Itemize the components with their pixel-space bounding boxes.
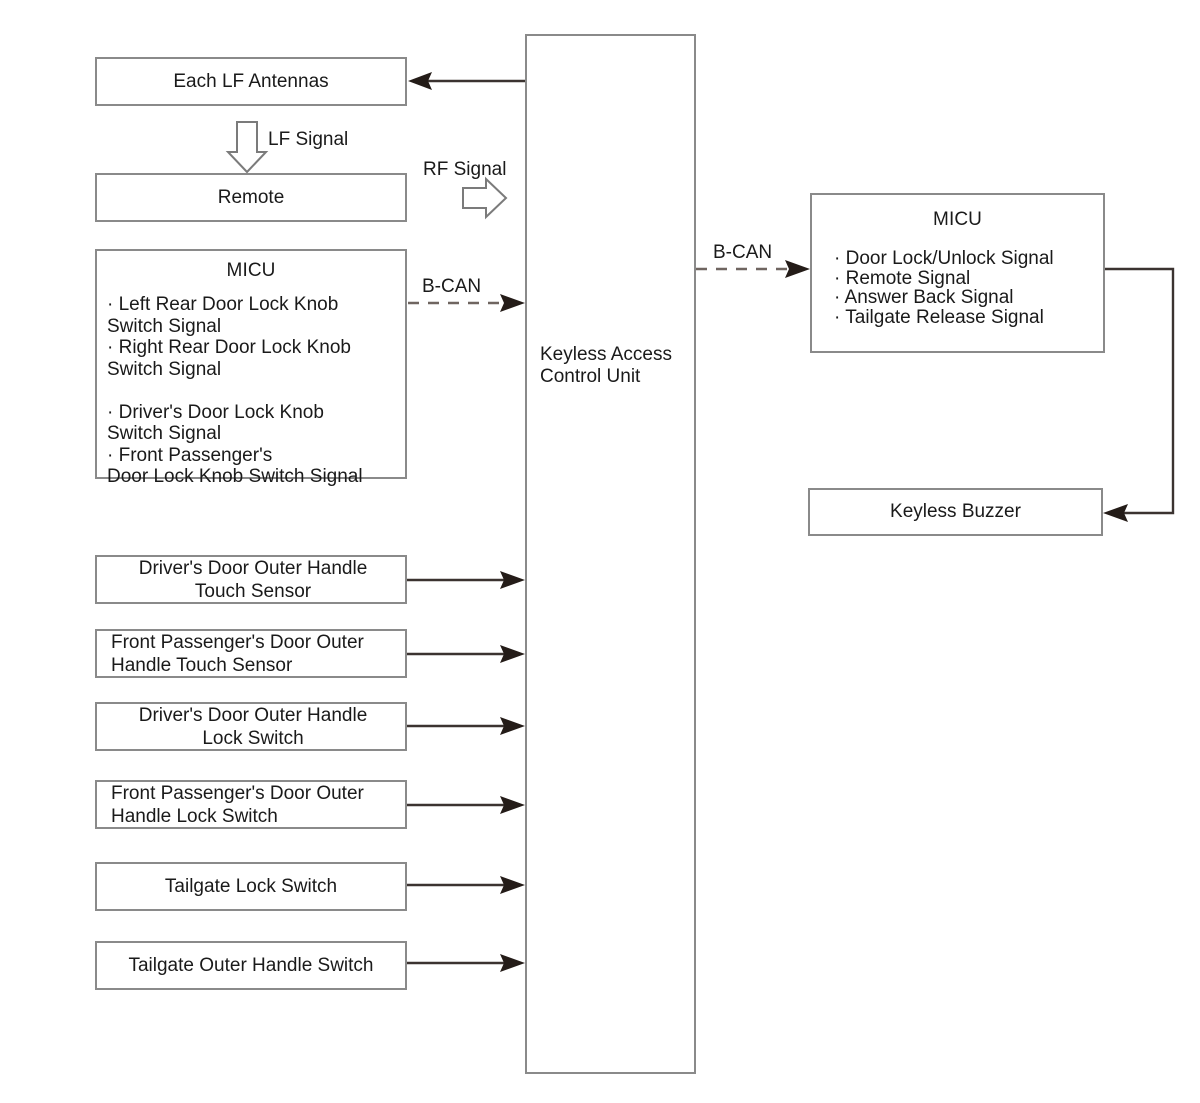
each-lf-antennas-label: Each LF Antennas <box>173 70 329 92</box>
node-micu-left[interactable]: MICU · Left Rear Door Lock Knob Switch S… <box>95 249 407 487</box>
node-sensor-front-passengers-door-outer-handle-lock-switch[interactable]: Front Passenger's Door Outer Handle Lock… <box>95 780 407 829</box>
node-sensor-front-passengers-door-outer-handle-touch-sensor[interactable]: Front Passenger's Door Outer Handle Touc… <box>95 629 407 678</box>
edge-label-lf-signal: LF Signal <box>268 129 349 150</box>
node-micu-right[interactable]: MICU · Door Lock/Unlock Signal · Remote … <box>810 193 1105 353</box>
sensor-label: Front Passenger's Door Outer Handle Touc… <box>111 631 364 676</box>
sensor-label: Driver's Door Outer Handle Touch Sensor <box>138 557 368 602</box>
node-sensor-tailgate-outer-handle-switch[interactable]: Tailgate Outer Handle Switch <box>95 941 407 990</box>
edge-label-b-can-left: B-CAN <box>422 276 482 297</box>
node-keyless-buzzer[interactable]: Keyless Buzzer <box>808 488 1103 536</box>
edge-label-rf-signal: RF Signal <box>423 159 507 180</box>
remote-label: Remote <box>217 186 285 208</box>
keyless-access-control-unit-label: Keyless Access Control Unit <box>540 344 672 387</box>
micu-left-signal-list: · Left Rear Door Lock Knob Switch Signal… <box>107 294 363 487</box>
node-each-lf-antennas[interactable]: Each LF Antennas <box>95 57 407 106</box>
node-remote[interactable]: Remote <box>95 173 407 222</box>
micu-right-signal-list: · Door Lock/Unlock Signal · Remote Signa… <box>834 248 1054 328</box>
micu-left-title: MICU <box>226 260 276 281</box>
node-sensor-tailgate-lock-switch[interactable]: Tailgate Lock Switch <box>95 862 407 911</box>
micu-right-title: MICU <box>933 209 982 230</box>
edge-label-b-can-right: B-CAN <box>713 242 773 263</box>
sensor-label: Driver's Door Outer Handle Lock Switch <box>138 704 368 749</box>
keyless-buzzer-label: Keyless Buzzer <box>890 501 1021 522</box>
node-keyless-access-control-unit[interactable] <box>525 34 696 1074</box>
node-sensor-drivers-door-outer-handle-touch-sensor[interactable]: Driver's Door Outer Handle Touch Sensor <box>95 555 407 604</box>
sensor-label: Tailgate Outer Handle Switch <box>128 954 374 976</box>
sensor-label: Tailgate Lock Switch <box>164 875 338 897</box>
node-sensor-drivers-door-outer-handle-lock-switch[interactable]: Driver's Door Outer Handle Lock Switch <box>95 702 407 751</box>
sensor-label: Front Passenger's Door Outer Handle Lock… <box>111 782 364 827</box>
